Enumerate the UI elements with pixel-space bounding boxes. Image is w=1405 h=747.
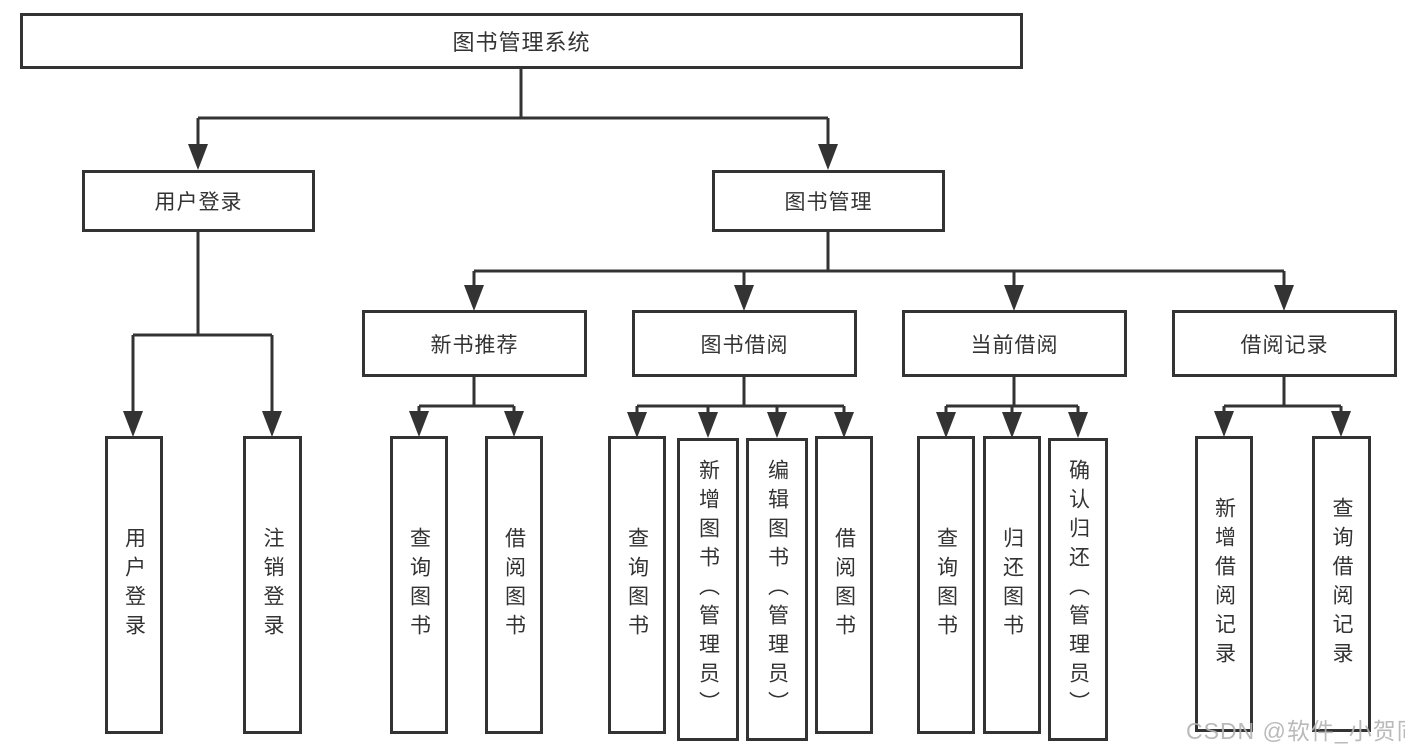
node-new-book-recommend: 新书推荐 bbox=[362, 310, 587, 377]
watermark: CSDN @软件_小贺同学 bbox=[1186, 718, 1405, 744]
leaf-user-login: 用户登录 bbox=[105, 436, 163, 734]
node-book-borrow: 图书借阅 bbox=[632, 310, 857, 377]
leaf-nb-borrow-books: 借阅图书 bbox=[485, 436, 543, 734]
node-current-borrow-label: 当前借阅 bbox=[970, 333, 1059, 357]
leaf-bb-add-books-admin-label: 新增图书（管理员） bbox=[696, 459, 720, 720]
leaf-cb-confirm-return-admin-label: 确认归还（管理员） bbox=[1066, 459, 1090, 720]
leaf-cb-return-books: 归还图书 bbox=[983, 436, 1041, 734]
leaf-br-query-record: 查询借阅记录 bbox=[1312, 436, 1371, 732]
node-user-login: 用户登录 bbox=[82, 170, 315, 232]
node-user-login-label: 用户登录 bbox=[154, 191, 243, 214]
leaf-cb-query-books: 查询图书 bbox=[917, 436, 975, 734]
node-book-borrow-label: 图书借阅 bbox=[700, 333, 789, 357]
leaf-logout: 注销登录 bbox=[243, 436, 302, 734]
leaf-logout-label: 注销登录 bbox=[261, 527, 284, 643]
node-book-management: 图书管理 bbox=[712, 170, 945, 232]
leaf-nb-query-books-label: 查询图书 bbox=[407, 527, 431, 643]
leaf-br-add-record: 新增借阅记录 bbox=[1195, 436, 1253, 732]
node-borrow-records-label: 借阅记录 bbox=[1240, 333, 1329, 357]
leaf-nb-query-books: 查询图书 bbox=[390, 436, 448, 734]
node-root: 图书管理系统 bbox=[20, 13, 1023, 69]
leaf-bb-edit-books-admin-label: 编辑图书（管理员） bbox=[765, 459, 789, 720]
node-book-management-label: 图书管理 bbox=[784, 191, 873, 214]
leaf-bb-add-books-admin: 新增图书（管理员） bbox=[677, 438, 739, 741]
leaf-bb-query-books: 查询图书 bbox=[608, 436, 666, 734]
leaf-nb-borrow-books-label: 借阅图书 bbox=[502, 527, 526, 643]
node-borrow-records: 借阅记录 bbox=[1172, 310, 1397, 377]
leaf-bb-query-books-label: 查询图书 bbox=[625, 527, 649, 643]
leaf-cb-query-books-label: 查询图书 bbox=[934, 527, 958, 643]
leaf-cb-confirm-return-admin: 确认归还（管理员） bbox=[1048, 438, 1108, 741]
leaf-bb-borrow-books: 借阅图书 bbox=[815, 436, 873, 734]
node-current-borrow: 当前借阅 bbox=[902, 310, 1127, 377]
leaf-cb-return-books-label: 归还图书 bbox=[1000, 527, 1024, 643]
leaf-br-query-record-label: 查询借阅记录 bbox=[1330, 497, 1353, 671]
leaf-user-login-label: 用户登录 bbox=[122, 527, 146, 643]
leaf-bb-borrow-books-label: 借阅图书 bbox=[832, 527, 856, 643]
node-new-book-recommend-label: 新书推荐 bbox=[430, 333, 519, 357]
leaf-br-add-record-label: 新增借阅记录 bbox=[1212, 497, 1236, 671]
node-root-label: 图书管理系统 bbox=[452, 30, 591, 55]
leaf-bb-edit-books-admin: 编辑图书（管理员） bbox=[746, 438, 808, 741]
